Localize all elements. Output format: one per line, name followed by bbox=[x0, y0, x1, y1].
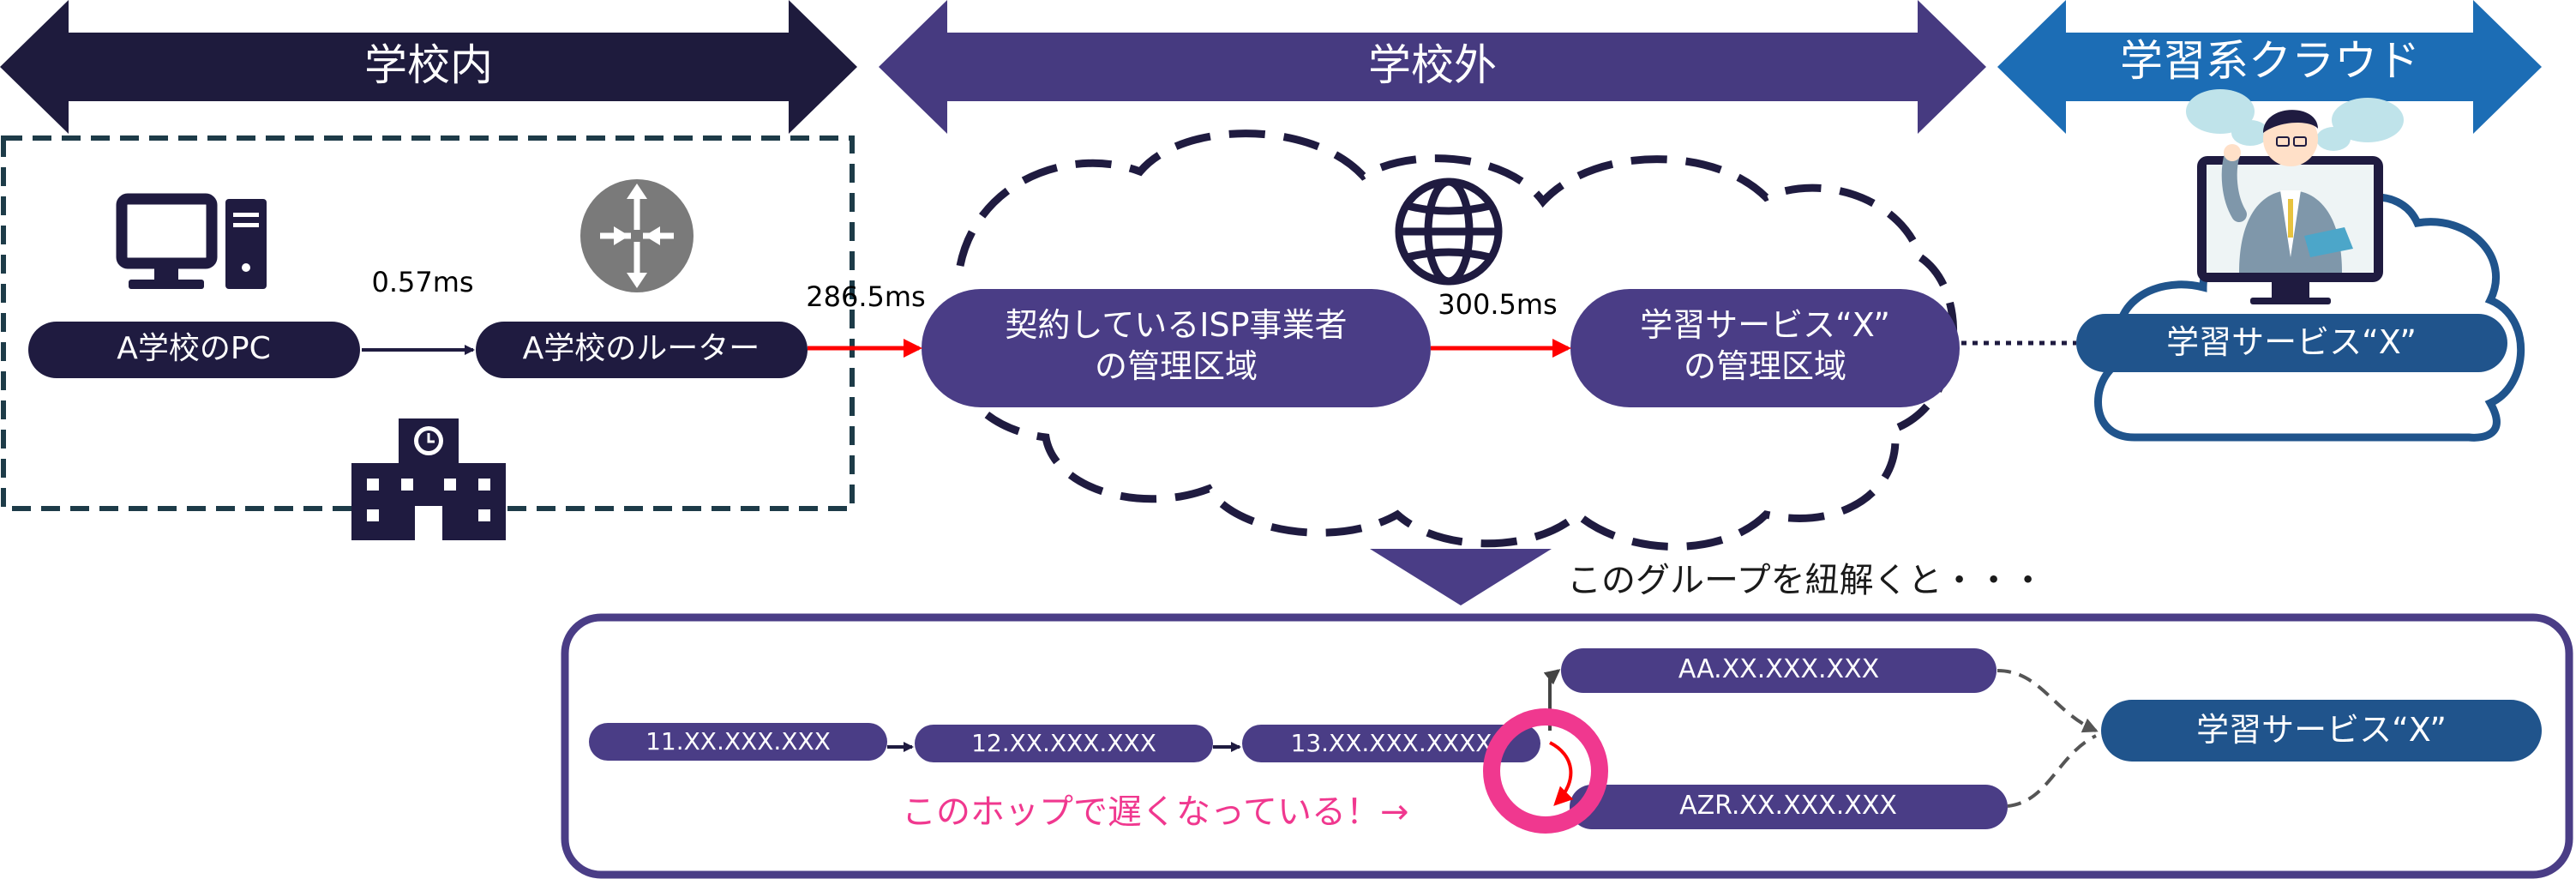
hop-2-label: 12.XX.XXX.XXX bbox=[971, 729, 1156, 757]
latency-pc-router: 0.57ms bbox=[371, 266, 473, 298]
node-router-label: A学校のルーター bbox=[523, 331, 760, 366]
breakdown-panel bbox=[561, 613, 2573, 879]
zone-arrow-cloud: 学習系クラウド bbox=[1997, 0, 2542, 134]
branch-top: AA.XX.XXX.XXX bbox=[1561, 648, 1997, 693]
node-router: A学校のルーター bbox=[476, 322, 808, 378]
breakdown-caption: このグループを紐解くと・・・ bbox=[1567, 561, 2045, 600]
hop-3: 13.XX.XXX.XXXX bbox=[1242, 725, 1540, 762]
slow-hop-red-arrow bbox=[1549, 741, 1574, 806]
isp-network-cloud bbox=[956, 129, 1958, 551]
teacher-monitor-icon bbox=[2186, 89, 2404, 304]
node-service-label-line2: の管理区域 bbox=[1684, 347, 1846, 385]
zone-label-cloud: 学習系クラウド bbox=[2120, 36, 2420, 86]
node-cloud-service-label: 学習サービス“X” bbox=[2166, 323, 2417, 361]
node-isp-label-line1: 契約しているISP事業者 bbox=[1005, 306, 1347, 344]
drilldown-triangle bbox=[1370, 549, 1552, 605]
node-isp-area: 契約しているISP事業者 の管理区域 bbox=[922, 289, 1431, 407]
branch-top-label: AA.XX.XXX.XXX bbox=[1678, 654, 1879, 684]
latency-router-isp: 286.5ms bbox=[806, 280, 925, 313]
node-service-area: 学習サービス“X” の管理区域 bbox=[1570, 289, 1960, 407]
router-icon bbox=[580, 179, 694, 292]
node-service-label-line1: 学習サービス“X” bbox=[1640, 306, 1890, 344]
hop-3-label: 13.XX.XXX.XXXX bbox=[1291, 729, 1492, 757]
hop-1: 11.XX.XXX.XXX bbox=[589, 723, 887, 761]
destination-service-label: 学習サービス“X” bbox=[2196, 711, 2447, 749]
branch-top-dest-link bbox=[1997, 669, 2099, 733]
hop-2: 12.XX.XXX.XXX bbox=[915, 725, 1213, 762]
zone-label-outside: 学校外 bbox=[1368, 40, 1497, 90]
branch-bottom: AZR.XX.XXX.XXX bbox=[1570, 785, 2008, 829]
node-pc-label: A学校のPC bbox=[117, 331, 270, 366]
globe-icon bbox=[1395, 178, 1503, 286]
hop-1-label: 11.XX.XXX.XXX bbox=[646, 727, 831, 756]
zone-arrow-outside: 学校外 bbox=[879, 0, 1986, 134]
zone-arrow-inside: 学校内 bbox=[0, 0, 857, 134]
zone-label-inside: 学校内 bbox=[364, 40, 493, 90]
slow-hop-note: このホップで遅くなっている！→ bbox=[902, 792, 1409, 832]
latency-isp-service: 300.5ms bbox=[1438, 288, 1557, 321]
node-cloud-service: 学習サービス“X” bbox=[2076, 314, 2507, 372]
desktop-pc-icon bbox=[116, 193, 267, 289]
node-isp-label-line2: の管理区域 bbox=[1095, 347, 1258, 385]
node-pc: A学校のPC bbox=[28, 322, 360, 378]
school-building-icon bbox=[351, 418, 506, 540]
branch-bottom-label: AZR.XX.XXX.XXX bbox=[1679, 791, 1897, 821]
destination-service: 学習サービス“X” bbox=[2101, 700, 2542, 762]
slow-hop-highlight-ring bbox=[1483, 708, 1608, 834]
branch-bottom-dest-link bbox=[2007, 734, 2097, 808]
